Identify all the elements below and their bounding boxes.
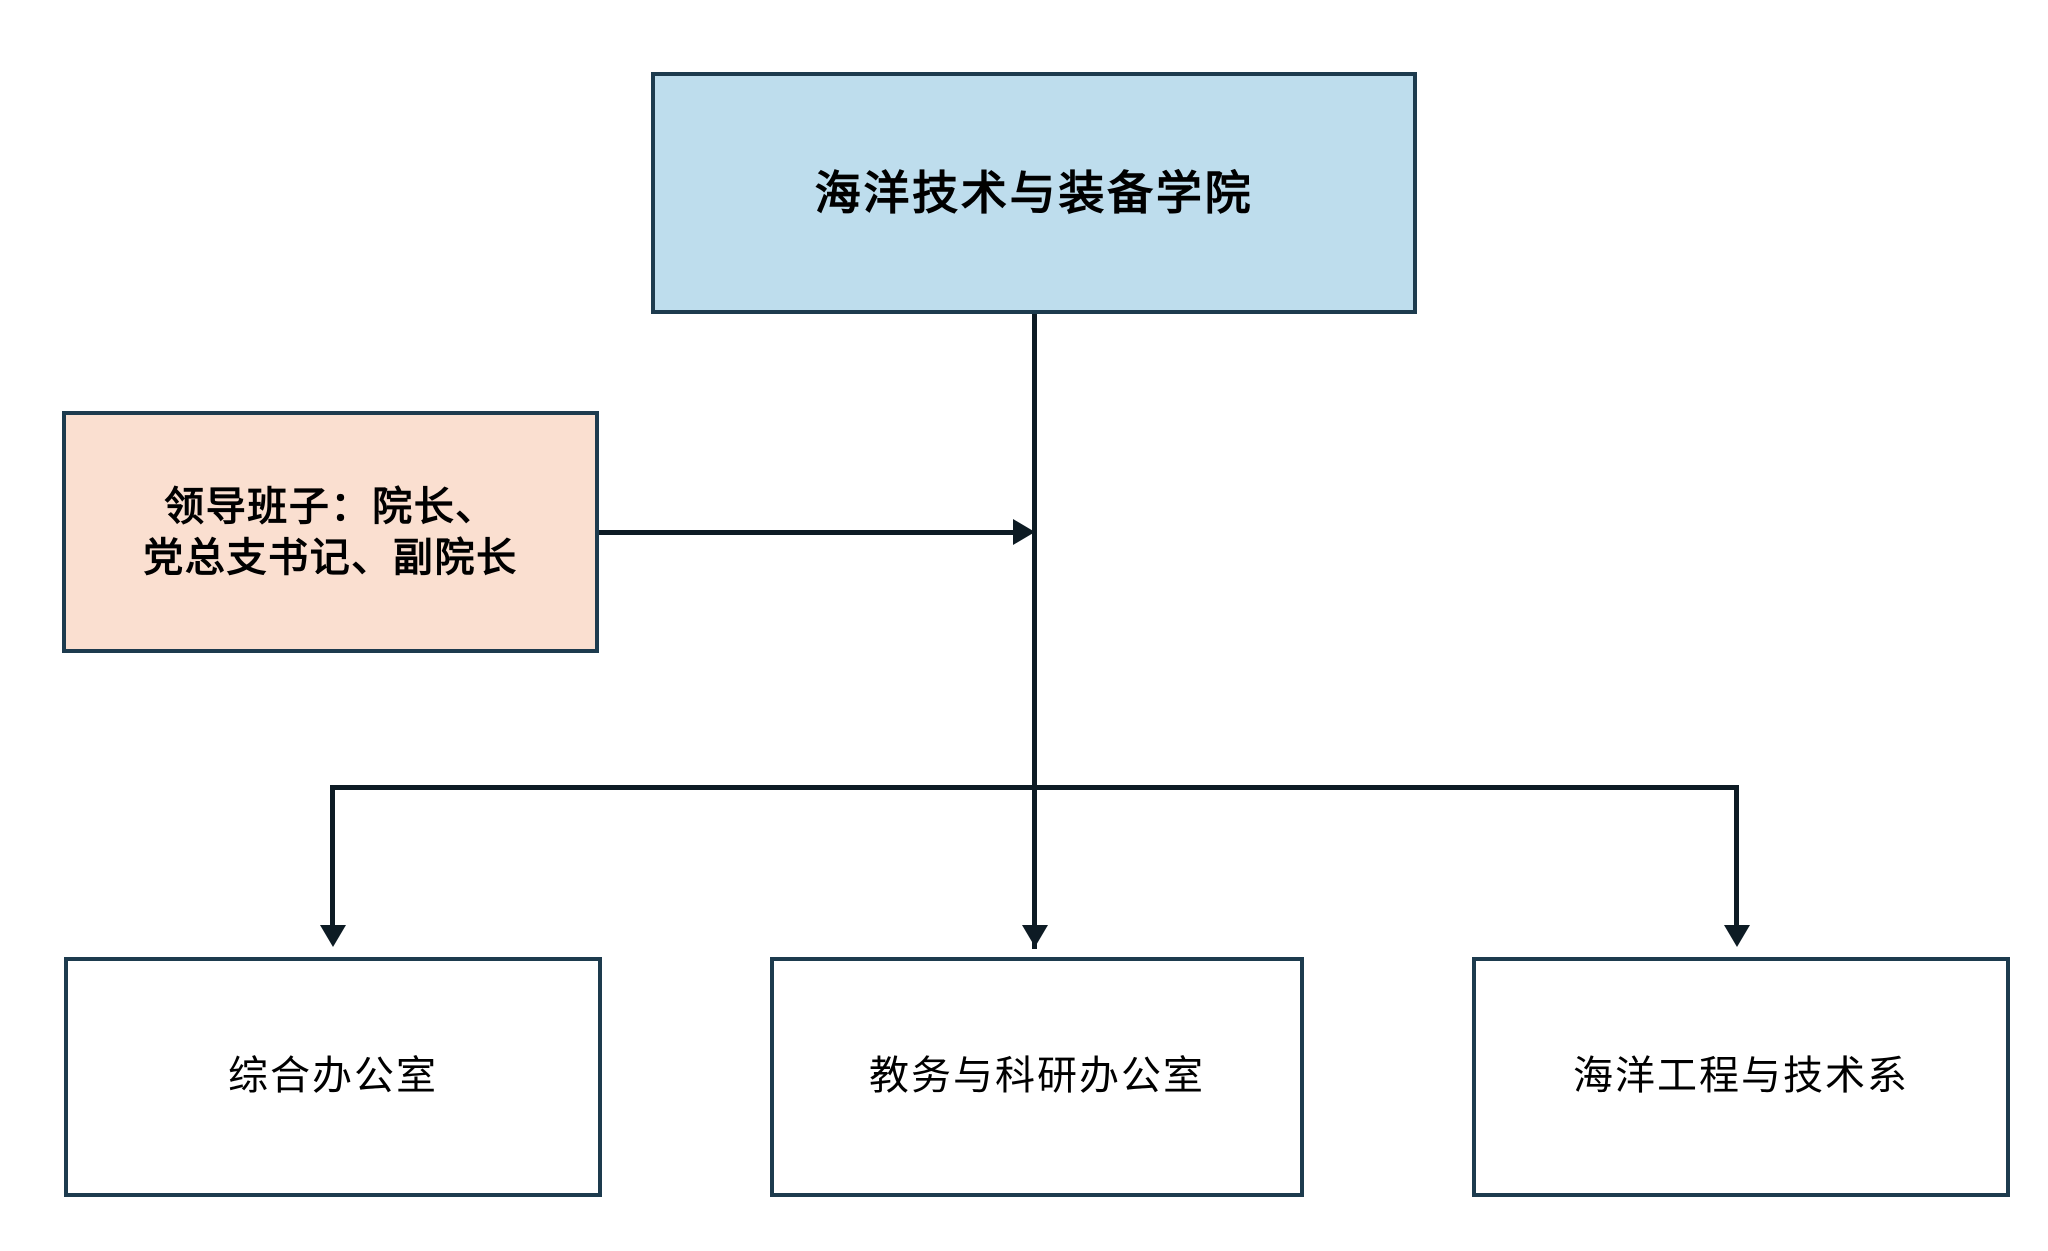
branch-line-unit-3 bbox=[1734, 785, 1739, 927]
leadership-connector-line bbox=[599, 530, 1023, 535]
branch-line-unit-1 bbox=[330, 785, 335, 927]
node-unit-general-office[interactable]: 综合办公室 bbox=[64, 957, 602, 1197]
leadership-arrowhead-icon bbox=[1013, 519, 1035, 545]
node-unit-academic-research-office[interactable]: 教务与科研办公室 bbox=[770, 957, 1304, 1197]
node-college-title[interactable]: 海洋技术与装备学院 bbox=[651, 72, 1417, 314]
distributor-horizontal-line bbox=[330, 785, 1739, 790]
arrowhead-unit-1-icon bbox=[320, 925, 346, 947]
node-leadership-team[interactable]: 领导班子：院长、 党总支书记、副院长 bbox=[62, 411, 599, 653]
arrowhead-unit-3-icon bbox=[1724, 925, 1750, 947]
arrowhead-unit-2-icon bbox=[1022, 925, 1048, 947]
trunk-vertical-line bbox=[1032, 314, 1037, 949]
node-unit-ocean-engineering-department[interactable]: 海洋工程与技术系 bbox=[1472, 957, 2010, 1197]
